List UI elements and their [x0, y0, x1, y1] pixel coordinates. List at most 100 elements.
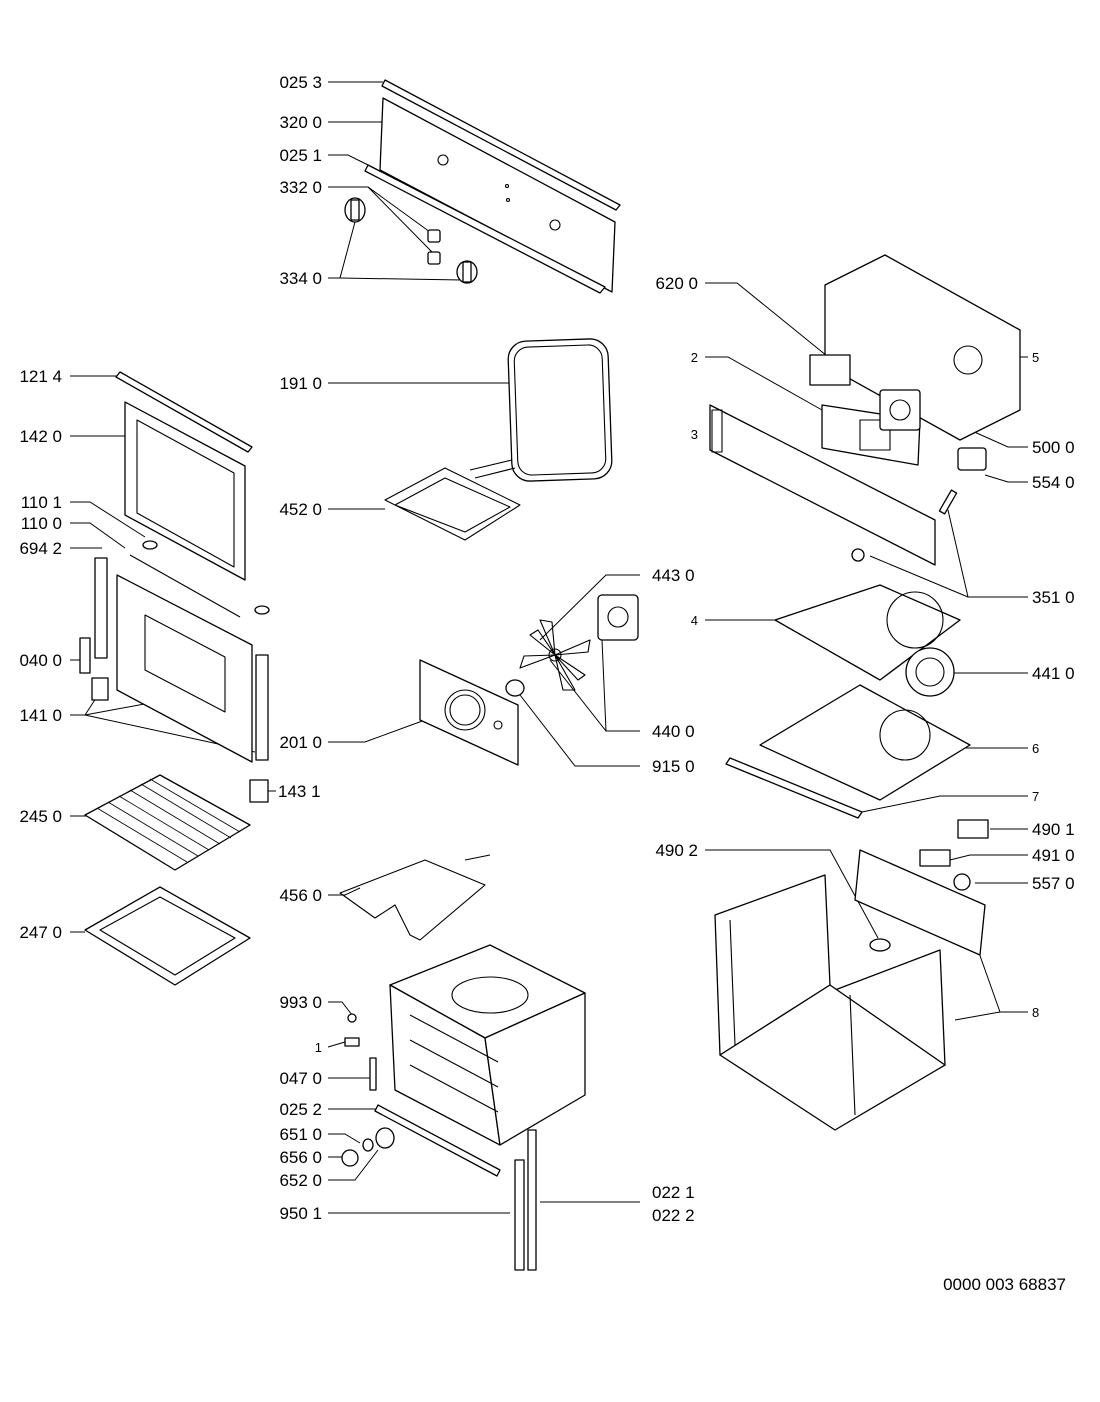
- hinge-right: [255, 654, 269, 761]
- label-7: 7: [1032, 789, 1039, 804]
- panel-bracket: [364, 164, 606, 294]
- label-440-0: 440 0: [652, 722, 695, 741]
- bottom-heating-element: [339, 859, 486, 941]
- door-outer-glass: [124, 401, 246, 581]
- label-1: 1: [315, 1040, 322, 1055]
- label-452-0: 452 0: [279, 500, 322, 519]
- label-110-0: 110 0: [21, 514, 62, 533]
- label-040-0: 040 0: [19, 651, 62, 670]
- label-993-0: 993 0: [279, 993, 322, 1012]
- cavity-front-trim: [374, 1104, 501, 1177]
- label-2: 2: [691, 350, 698, 365]
- label-652-0: 652 0: [279, 1171, 322, 1190]
- hinge-bracket: [79, 637, 91, 674]
- lamp-holder: [341, 1149, 359, 1167]
- outer-casing: [714, 819, 989, 1131]
- label-047-0: 047 0: [279, 1069, 322, 1088]
- label-191-0: 191 0: [279, 374, 322, 393]
- label-694-2: 694 2: [19, 539, 62, 558]
- label-143-1: 143 1: [278, 782, 321, 801]
- label-443-0: 443 0: [652, 566, 695, 585]
- label-245-0: 245 0: [19, 807, 62, 826]
- fan-impeller: [519, 619, 591, 691]
- fan-cover: [419, 659, 519, 766]
- label-490-2: 490 2: [655, 841, 698, 860]
- label-620-0: 620 0: [655, 274, 698, 293]
- label-5: 5: [1032, 350, 1039, 365]
- rail-small: [369, 1057, 377, 1091]
- knob-shaft: [851, 548, 865, 562]
- center-parts: [339, 338, 639, 941]
- bottom-trim: [725, 757, 863, 819]
- label-247-0: 247 0: [19, 923, 62, 942]
- air-duct-plate: [759, 684, 971, 801]
- label-3: 3: [691, 427, 698, 442]
- sensor: [953, 873, 971, 891]
- label-656-0: 656 0: [279, 1148, 322, 1167]
- label-6: 6: [1032, 741, 1039, 756]
- lamp-cover: [375, 1127, 395, 1149]
- knob-right: [456, 260, 478, 284]
- label-022-1: 022 1: [652, 1183, 695, 1202]
- label-025-1: 025 1: [279, 146, 322, 165]
- label-915-0: 915 0: [652, 757, 695, 776]
- side-rail: [527, 1129, 537, 1271]
- label-141-0: 141 0: [19, 706, 62, 725]
- door-side-trim: [514, 1159, 525, 1271]
- label-950-1: 950 1: [279, 1204, 322, 1223]
- label-441-0: 441 0: [1032, 664, 1075, 683]
- label-557-0: 557 0: [1032, 874, 1075, 893]
- control-panel-parts: [344, 79, 621, 294]
- label-334-0: 334 0: [279, 269, 322, 288]
- casing-base: [719, 984, 946, 1131]
- door-top-trim: [115, 371, 253, 453]
- hinge-clip: [249, 779, 269, 803]
- knob-shafts: [427, 229, 441, 265]
- switch-block: [809, 354, 851, 386]
- reference-number: 0000 003 68837: [943, 1275, 1066, 1294]
- oven-cavity: [341, 944, 586, 1271]
- door-seal: [507, 338, 613, 482]
- label-554-0: 554 0: [1032, 473, 1075, 492]
- label-351-0: 351 0: [1032, 588, 1075, 607]
- terminal-block: [919, 849, 951, 867]
- label-121-4: 121 4: [19, 367, 62, 386]
- leader-lines: [70, 81, 1028, 1214]
- part-labels: 025 3 320 0 025 1 332 0 334 0 121 4 191 …: [19, 73, 1074, 1294]
- thermostat: [957, 447, 987, 471]
- label-320-0: 320 0: [279, 113, 322, 132]
- fan-nut: [505, 679, 525, 697]
- bracket-1: [344, 1037, 360, 1047]
- timer: [879, 389, 921, 431]
- air-duct-upper: [774, 584, 961, 681]
- control-bracket: [709, 404, 936, 566]
- racks-trays: [84, 774, 251, 986]
- label-500-0: 500 0: [1032, 438, 1075, 457]
- rear-parts: [709, 254, 1021, 819]
- door-inner-panel: [116, 574, 253, 763]
- label-142-0: 142 0: [19, 427, 62, 446]
- label-4: 4: [691, 613, 698, 628]
- control-panel-front: [379, 97, 616, 293]
- label-025-3: 025 3: [279, 73, 322, 92]
- label-651-0: 651 0: [279, 1125, 322, 1144]
- lamp-screw: [347, 1013, 357, 1023]
- wire-shelf: [84, 774, 251, 871]
- label-8: 8: [1032, 1005, 1039, 1020]
- top-heating-element: [384, 467, 521, 541]
- fan-motor: [597, 594, 639, 641]
- label-201-0: 201 0: [279, 733, 322, 752]
- label-025-2: 025 2: [279, 1100, 322, 1119]
- convection-fan: [905, 647, 955, 697]
- probe: [938, 489, 958, 515]
- label-022-2: 022 2: [652, 1206, 695, 1225]
- knob-left: [344, 197, 366, 223]
- rear-panel: [854, 849, 986, 956]
- label-456-0: 456 0: [279, 886, 322, 905]
- cable-grommet: [869, 938, 891, 952]
- relay: [957, 819, 989, 839]
- baking-tray: [84, 886, 251, 986]
- door-parts: [79, 371, 270, 803]
- label-332-0: 332 0: [279, 178, 322, 197]
